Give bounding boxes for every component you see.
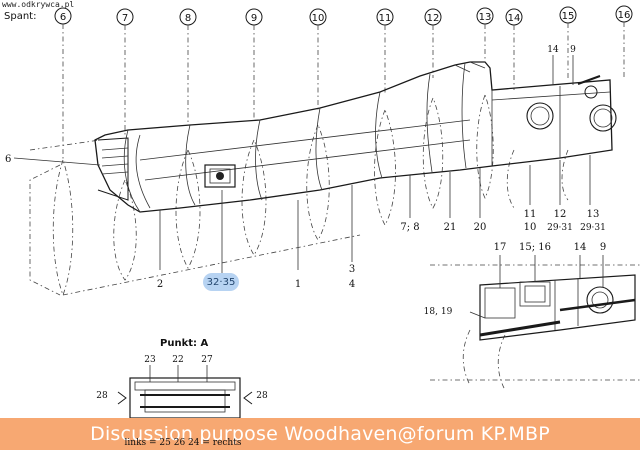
- label-4: 4: [349, 279, 355, 290]
- frame-number-8: 8: [179, 8, 197, 26]
- frame-number-13: 13: [476, 7, 494, 25]
- svg-text:6: 6: [60, 12, 66, 23]
- punkt-label-23: 23: [144, 355, 156, 365]
- label-12: 12: [554, 209, 567, 220]
- spant-label: Spant:: [4, 11, 36, 22]
- svg-text:16: 16: [618, 10, 631, 21]
- detail-label-17: 17: [494, 242, 507, 253]
- frame-number-7: 7: [116, 8, 134, 26]
- svg-text:15: 15: [562, 11, 575, 22]
- frame-number-16: 16: [615, 5, 633, 23]
- bottom-leaders: [159, 55, 591, 274]
- label-29-31-b: 29·31: [580, 223, 606, 233]
- svg-text:8: 8: [185, 13, 191, 24]
- svg-text:13: 13: [479, 12, 492, 23]
- punkt-a-title: Punkt: A: [160, 338, 208, 349]
- svg-text:10: 10: [312, 13, 325, 24]
- frame-number-15: 15: [559, 6, 577, 24]
- detail-label-9: 9: [600, 242, 606, 253]
- label-13: 13: [587, 209, 600, 220]
- side-label-6: 6: [5, 154, 11, 165]
- label-14-top: 14: [547, 45, 559, 55]
- svg-text:11: 11: [379, 13, 392, 24]
- detail-label-18-19: 18, 19: [424, 307, 453, 317]
- punkt-label-22: 22: [172, 355, 183, 365]
- discussion-banner: Discussion purpose Woodhaven@forum KP.MB…: [0, 418, 640, 450]
- punkt-label-28-right: 28: [256, 391, 268, 401]
- frame-number-11: 11: [376, 8, 394, 26]
- detail-label-15-16: 15; 16: [519, 242, 551, 253]
- frame-number-9: 9: [245, 8, 263, 26]
- label-9-top: 9: [570, 45, 576, 55]
- label-29-31-a: 29·31: [547, 223, 573, 233]
- svg-text:12: 12: [427, 13, 440, 24]
- frame-number-6: 6: [54, 7, 72, 25]
- label-2: 2: [157, 279, 163, 290]
- detail-label-14: 14: [574, 242, 587, 253]
- punkt-label-28-left: 28: [96, 391, 108, 401]
- highlight-callout: 32·35: [203, 273, 239, 291]
- punkt-a-section: [117, 365, 253, 419]
- label-11: 11: [524, 209, 537, 220]
- label-1: 1: [295, 279, 301, 290]
- punkt-label-27: 27: [201, 355, 213, 365]
- label-20: 20: [474, 222, 487, 233]
- frame-leader-lines: [62, 22, 625, 160]
- frame-numbers: 6 7 8 9 10 11 12 13 14 15 16: [54, 5, 633, 26]
- svg-text:9: 9: [251, 13, 257, 24]
- detail-view: [430, 255, 640, 391]
- frame-number-14: 14: [505, 8, 523, 26]
- svg-text:14: 14: [508, 13, 521, 24]
- label-21: 21: [444, 222, 457, 233]
- label-7-8: 7; 8: [400, 222, 419, 233]
- frame-number-12: 12: [424, 8, 442, 26]
- fuselage-shell: [94, 61, 617, 213]
- label-3: 3: [349, 264, 355, 275]
- phantom-frames: [29, 94, 569, 297]
- frame-number-10: 10: [309, 8, 327, 26]
- watermark-text: www.odkrywca.pl: [2, 0, 75, 9]
- label-10: 10: [524, 222, 537, 233]
- svg-text:7: 7: [122, 13, 128, 24]
- banner-text: Discussion purpose Woodhaven@forum KP.MB…: [90, 423, 550, 445]
